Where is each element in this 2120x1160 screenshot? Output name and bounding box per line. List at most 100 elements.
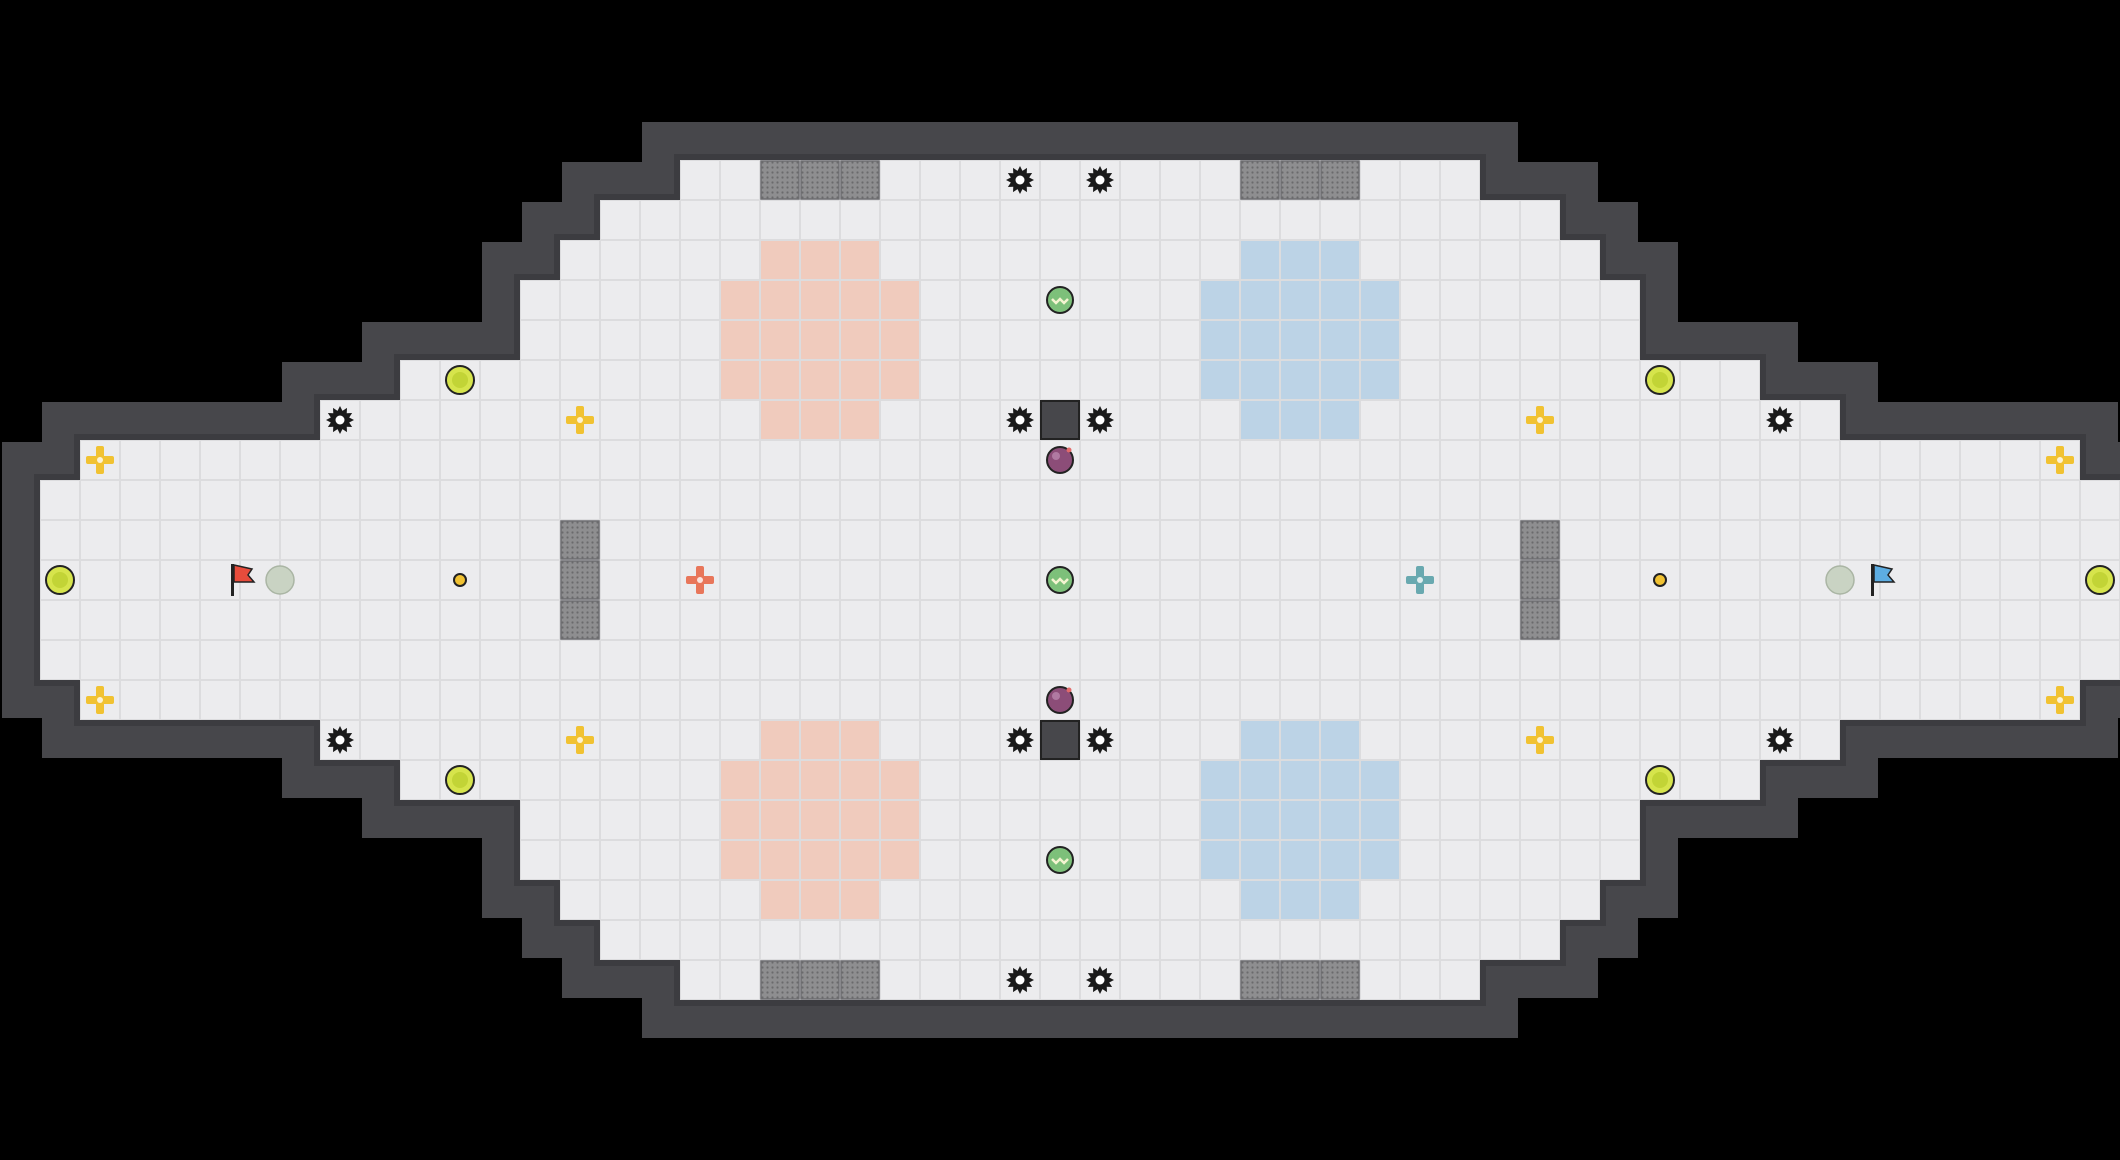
grid-cell	[520, 480, 560, 520]
grid-cell	[680, 720, 720, 760]
grid-cell	[1080, 240, 1120, 280]
grid-cell	[1000, 360, 1040, 400]
grid-cell	[160, 640, 200, 680]
grid-cell	[280, 440, 320, 480]
grid-cell	[1000, 320, 1040, 360]
grid-cell	[1160, 400, 1200, 440]
powerup-icon	[1046, 846, 1074, 874]
grid-cell	[1400, 800, 1440, 840]
grid-cell	[880, 640, 920, 680]
grid-cell	[1080, 560, 1120, 600]
grid-cell	[480, 760, 520, 800]
grid-cell	[1520, 240, 1560, 280]
blue-team-zone-tile	[1320, 720, 1360, 760]
red-pad-icon	[686, 566, 714, 594]
grid-cell	[1320, 600, 1360, 640]
red-team-zone-tile	[800, 280, 840, 320]
grid-cell	[1160, 720, 1200, 760]
grid-cell	[640, 600, 680, 640]
grid-cell	[360, 720, 400, 760]
grid-cell	[1560, 520, 1600, 560]
grid-cell	[1240, 240, 1280, 280]
grid-cell	[680, 160, 720, 200]
red-team-zone-tile	[840, 800, 880, 840]
grid-cell	[440, 360, 480, 400]
grid-cell	[1960, 680, 2000, 720]
grid-cell	[1400, 520, 1440, 560]
grid-cell	[1520, 320, 1560, 360]
grid-cell	[1680, 640, 1720, 680]
grid-cell	[1560, 240, 1600, 280]
red-team-zone-tile	[720, 360, 760, 400]
grid-cell	[640, 240, 680, 280]
grid-cell	[480, 520, 520, 560]
grid-cell	[760, 200, 800, 240]
grid-cell	[760, 360, 800, 400]
blue-team-zone-tile	[1360, 360, 1400, 400]
grid-cell	[360, 640, 400, 680]
grid-cell	[1160, 560, 1200, 600]
grid-cell	[2040, 440, 2080, 480]
grid-cell	[1520, 360, 1560, 400]
grid-cell	[960, 840, 1000, 880]
grid-cell	[1360, 640, 1400, 680]
grid-cell	[1080, 200, 1120, 240]
grid-cell	[1240, 720, 1280, 760]
grid-cell	[1080, 480, 1120, 520]
grate-tile	[1240, 960, 1280, 1000]
grid-cell	[600, 600, 640, 640]
grid-cell	[1000, 960, 1040, 1000]
grid-cell	[1440, 520, 1480, 560]
grid-cell	[1440, 320, 1480, 360]
grid-cell	[1560, 640, 1600, 680]
grid-cell	[1560, 320, 1600, 360]
grid-cell	[1200, 400, 1240, 440]
grid-cell	[1200, 680, 1240, 720]
grid-cell	[920, 440, 960, 480]
grid-cell	[1160, 520, 1200, 560]
grid-cell	[240, 600, 280, 640]
grid-cell	[560, 360, 600, 400]
grid-cell	[1480, 560, 1520, 600]
grid-cell	[1440, 200, 1480, 240]
grid-cell	[1000, 640, 1040, 680]
grid-cell	[1360, 920, 1400, 960]
grid-cell	[800, 720, 840, 760]
grid-cell	[880, 760, 920, 800]
grid-cell	[800, 800, 840, 840]
token-icon	[1653, 573, 1667, 587]
grid-cell	[680, 880, 720, 920]
grid-cell	[1520, 200, 1560, 240]
grid-cell	[1200, 280, 1240, 320]
grid-cell	[2000, 640, 2040, 680]
spike-icon	[1766, 406, 1794, 434]
grid-cell	[880, 200, 920, 240]
blue-team-zone-tile	[1240, 720, 1280, 760]
grid-cell	[960, 320, 1000, 360]
grid-cell	[1520, 880, 1560, 920]
grid-cell	[760, 720, 800, 760]
grid-cell	[1040, 160, 1080, 200]
pad-center	[1537, 417, 1543, 423]
grate-tile	[1280, 960, 1320, 1000]
boost-core	[1652, 772, 1668, 788]
spike-center	[1015, 735, 1025, 745]
grid-cell	[840, 720, 880, 760]
grid-cell	[1920, 440, 1960, 480]
grid-cell	[800, 640, 840, 680]
grid-cell	[1440, 400, 1480, 440]
red-team-zone-tile	[840, 360, 880, 400]
grid-cell	[1480, 920, 1520, 960]
grid-cell	[920, 280, 960, 320]
grid-cell	[1240, 280, 1280, 320]
grid-cell	[1080, 920, 1120, 960]
pad-center	[97, 457, 103, 463]
grid-cell	[2040, 680, 2080, 720]
grid-cell	[1320, 680, 1360, 720]
grid-cell	[1000, 880, 1040, 920]
grid-cell	[1160, 840, 1200, 880]
grid-cell	[1000, 200, 1040, 240]
grid-cell	[1560, 560, 1600, 600]
grid-cell	[80, 440, 120, 480]
grid-cell	[1240, 600, 1280, 640]
